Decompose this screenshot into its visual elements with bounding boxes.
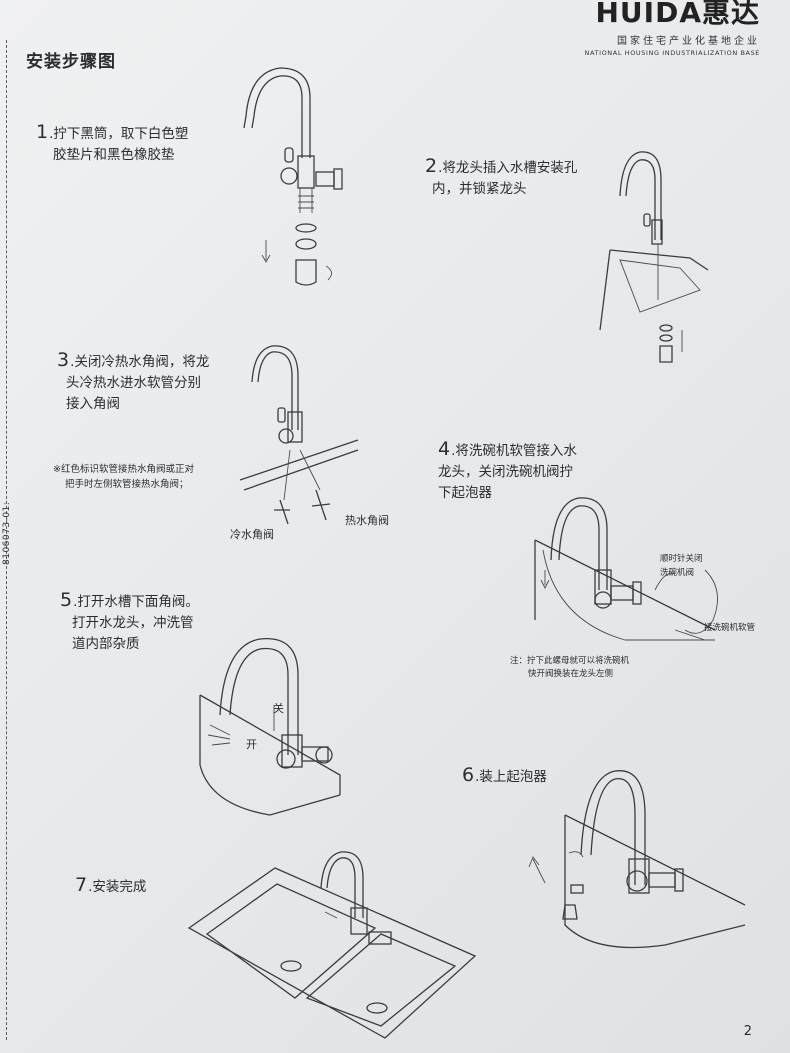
step-line: 打开水龙头，冲洗管 (72, 615, 194, 631)
step-2-illustration (599, 151, 709, 363)
brand-logo: HUIDA惠达 国家住宅产业化基地企业 NATIONAL HOUSING IND… (585, 0, 761, 57)
close-clockwise-label: 顺时针关闭 (660, 554, 703, 564)
step-line: .安装完成 (88, 879, 147, 895)
step-line: 内，并锁紧龙头 (432, 181, 527, 197)
step-number: 5 (60, 589, 73, 611)
step-3-note: ※红色标识软管接热水角阀或正对 把手时左侧软管接热水角阀； (53, 462, 194, 492)
step-number: 2 (425, 155, 438, 177)
step-4-note: 注：拧下此螺母就可以将洗碗机 快开阀换装在龙头左侧 (510, 655, 629, 681)
logo-tagline-en: NATIONAL HOUSING INDUSTRIALIZATION BASE (584, 49, 760, 57)
step-number: 1 (36, 121, 49, 143)
step-number: 7 (75, 874, 88, 896)
step-number: 3 (57, 349, 70, 371)
step-line: .打开水槽下面角阀。 (73, 594, 199, 610)
hot-valve-label: 热水角阀 (345, 514, 389, 527)
page-title: 安装步骤图 (26, 52, 116, 72)
step-3-illustration (239, 345, 359, 525)
step-line: .关闭冷热水角阀，将龙 (70, 354, 210, 370)
step-1-text: 1.拧下黑筒，取下白色塑 胶垫片和黑色橡胶垫 (36, 122, 188, 166)
dishwasher-valve-label: 洗碗机阀 (660, 568, 695, 578)
open-label: 开 (246, 738, 257, 751)
step-number: 6 (462, 764, 475, 786)
cold-valve-label: 冷水角阀 (230, 528, 274, 541)
step-line: 接入角阀 (66, 396, 120, 412)
close-label: 关 (273, 702, 284, 715)
step-line: .拧下黑筒，取下白色塑 (49, 126, 189, 142)
step-1-illustration (243, 67, 343, 286)
page-number: 2 (743, 1024, 752, 1039)
step-2-text: 2.将龙头插入水槽安装孔 内，并锁紧龙头 (425, 156, 577, 200)
note-line: ※红色标识软管接热水角阀或正对 (53, 464, 194, 475)
step-line: .将洗碗机软管接入水 (451, 443, 577, 459)
step-line: 胶垫片和黑色橡胶垫 (53, 147, 175, 163)
note-line: 注：拧下此螺母就可以将洗碗机 (510, 656, 630, 666)
step-7-illustration (187, 851, 477, 1039)
step-line: 头冷热水进水软管分别 (66, 375, 201, 391)
step-7-text: 7.安装完成 (75, 875, 146, 898)
step-4-illustration (534, 497, 718, 641)
step-6-illustration (528, 770, 746, 949)
dishwasher-hose-label: 接洗碗机软管 (704, 623, 756, 633)
margin-code: 8106073-01: (2, 501, 12, 565)
step-number: 4 (438, 438, 451, 460)
logo-tagline-cn: 国家住宅产业化基地企业 (617, 36, 760, 47)
step-6-text: 6.装上起泡器 (462, 765, 547, 788)
step-3-text: 3.关闭冷热水角阀，将龙 头冷热水进水软管分别 接入角阀 (57, 350, 209, 415)
step-line: 龙头，关闭洗碗机阀拧 (438, 464, 573, 480)
step-4-text: 4.将洗碗机软管接入水 龙头，关闭洗碗机阀拧 下起泡器 (438, 439, 577, 504)
step-line: .将龙头插入水槽安装孔 (438, 160, 578, 176)
step-line: 下起泡器 (438, 485, 492, 501)
step-5-illustration (199, 638, 341, 816)
step-line: .装上起泡器 (475, 769, 547, 785)
step-5-text: 5.打开水槽下面角阀。 打开水龙头，冲洗管 道内部杂质 (60, 590, 199, 655)
cut-line (6, 40, 7, 1040)
note-line: 把手时左侧软管接热水角阀； (65, 479, 189, 490)
step-line: 道内部杂质 (72, 636, 140, 652)
note-line: 快开阀换装在龙头左侧 (528, 669, 614, 679)
logo-text: HUIDA惠达 (595, 0, 760, 29)
